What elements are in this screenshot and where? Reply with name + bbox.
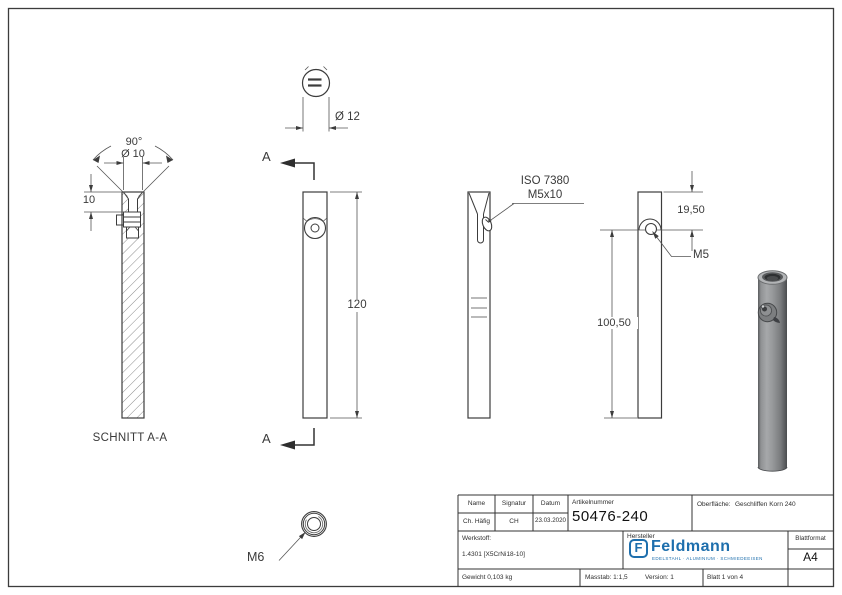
werkstoff-label: Werkstoff: [462, 535, 492, 542]
blattformat-value: A4 [803, 550, 818, 564]
top-view [301, 66, 331, 98]
dim-dia-12-label: Ø 12 [335, 111, 360, 123]
dim-length-120-label: 120 [341, 299, 373, 312]
thread-m5-label: M5 [693, 249, 709, 261]
sheet-border [7, 7, 835, 588]
section-view-dimensions [84, 145, 174, 231]
titleblock-name-label: Name [467, 500, 486, 507]
section-arrow-label-bottom: A [262, 431, 271, 446]
hersteller-label: Hersteller [627, 533, 655, 540]
section-arrow-label-top: A [262, 149, 271, 164]
side-view [467, 191, 493, 419]
screw-callout-line1: ISO 7380 [520, 175, 570, 187]
titleblock-datum-value: 23.03.2020 [535, 517, 566, 524]
dim-19-50-label: 19,50 [677, 204, 705, 216]
part-3d-render [757, 270, 788, 472]
werkstoff-value: 1.4301 [X5CrNi18-10] [462, 551, 525, 558]
oberflaeche-label: Oberfläche: [697, 501, 731, 508]
titleblock-name-value: Ch. Häfig [462, 518, 491, 525]
feldmann-logo-text: Feldmann [651, 538, 731, 555]
thread-m6-label: M6 [247, 550, 265, 564]
blatt-text: Blatt 1 von 4 [707, 574, 744, 581]
section-view [116, 191, 145, 419]
feldmann-logo-icon: F [629, 539, 648, 558]
screw-callout-leader [488, 203, 584, 223]
artikelnummer-value: 50476-240 [572, 508, 649, 525]
dim-depth-10-label: 10 [82, 194, 96, 206]
section-cut-line [280, 158, 315, 450]
titleblock-signatur-label: Signatur [501, 500, 527, 507]
oberflaeche-value: Geschliffen Korn 240 [735, 501, 796, 508]
bottom-view [278, 511, 327, 561]
dim-dia-10-label: Ø 10 [121, 148, 145, 160]
rear-view [637, 191, 663, 419]
dim-angle-90-label: 90° [125, 136, 143, 148]
titleblock-datum-label: Datum [540, 500, 561, 507]
front-view [302, 191, 328, 419]
dim-100-50-label: 100,50 [590, 317, 638, 330]
artikelnummer-label: Artikelnummer [572, 499, 614, 506]
masstab-text: Masstab: 1:1,5 [585, 574, 628, 581]
title-block-grid [457, 494, 834, 587]
titleblock-signatur-value: CH [509, 518, 519, 525]
blattformat-label: Blattformat [795, 535, 826, 542]
screw-callout-line2: M5x10 [527, 189, 563, 201]
gewicht-text: Gewicht 0,103 kg [462, 574, 513, 581]
feldmann-logo-tagline: EDELSTAHL · ALUMINIUM · SCHMIEDEEISEN [652, 556, 763, 561]
section-view-label: SCHNITT A-A [92, 432, 168, 444]
version-text: Version: 1 [645, 574, 674, 581]
